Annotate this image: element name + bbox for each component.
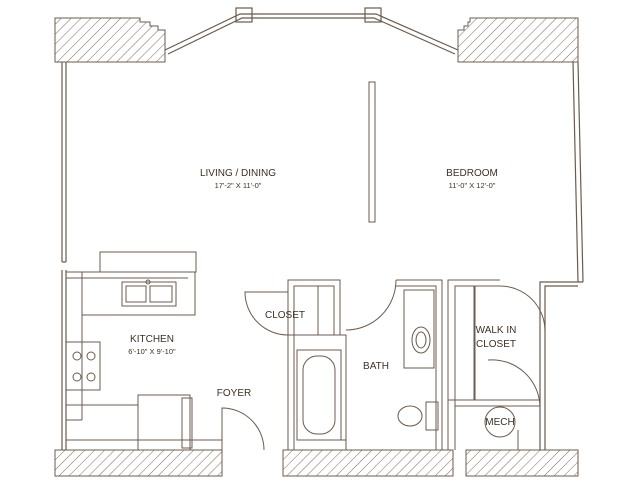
burner-icon (86, 372, 96, 382)
walk-in-closet-label-line2: CLOSET (476, 339, 516, 350)
appliance-symbols (72, 279, 151, 382)
hatched-walls (54, 17, 579, 477)
room-labels: LIVING / DINING 17'-2" X 11'-0" BEDROOM … (128, 168, 516, 428)
burner-icon (72, 351, 82, 361)
faucet-icon (145, 279, 151, 285)
kitchen-label: KITCHEN (130, 334, 174, 345)
living-dining-dimensions: 17'-2" X 11'-0" (215, 181, 262, 190)
interior-walls (65, 81, 546, 451)
living-dining-label: LIVING / DINING (200, 168, 276, 179)
foyer-label: FOYER (217, 388, 251, 399)
kitchen-dimensions: 6'-10" X 9'-10" (128, 347, 176, 356)
bedroom-label: BEDROOM (446, 168, 498, 179)
burner-icon (86, 351, 96, 361)
mech-label: MECH (485, 417, 514, 428)
walk-in-closet-label-line1: WALK IN (476, 325, 517, 336)
bedroom-dimensions: 11'-0" X 12'-0" (449, 181, 496, 190)
closet-label: CLOSET (265, 310, 305, 321)
exterior-walls (61, 7, 584, 450)
burner-icon (72, 372, 82, 382)
bath-label: BATH (363, 361, 389, 372)
